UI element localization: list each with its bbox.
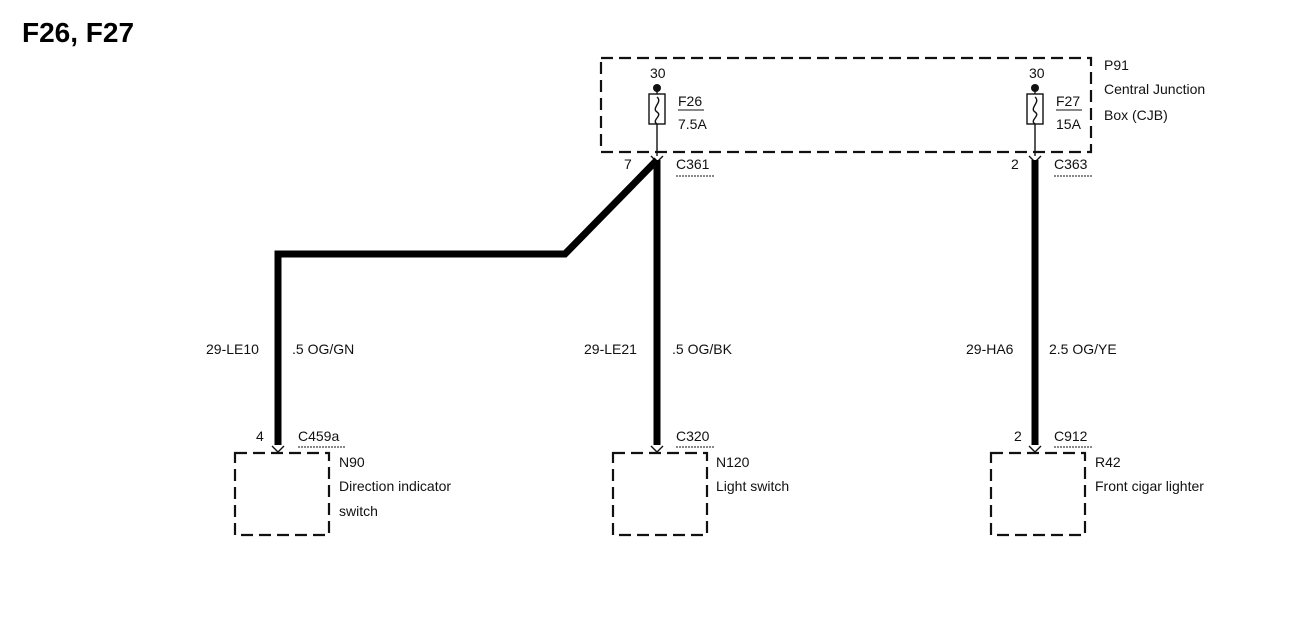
- circuit-29-le10: 29-LE10: [206, 341, 259, 357]
- circuit-29-ha6: 29-HA6: [966, 341, 1014, 357]
- circuit-29-le21: 29-LE21: [584, 341, 637, 357]
- component-n90: 4 C459a N90 Direction indicator switch: [233, 428, 451, 537]
- connector-c459a: C459a: [298, 428, 339, 444]
- wire-29-le10: [274, 157, 660, 445]
- fuse-f26-body: [648, 93, 666, 125]
- component-n90-name-line2: switch: [339, 503, 378, 519]
- wire-spec-29-ha6: 2.5 OG/YE: [1049, 341, 1117, 357]
- fuse-f27-element: [1032, 96, 1038, 125]
- component-r42-name-line1: Front cigar lighter: [1095, 478, 1204, 494]
- component-n120: C320 N120 Light switch: [611, 428, 789, 537]
- fuse-f26-id: F26: [678, 93, 702, 109]
- wire-spec-29-le21: .5 OG/BK: [672, 341, 733, 357]
- diagram-title: F26, F27: [22, 17, 134, 48]
- fuse-f27-id: F27: [1056, 93, 1080, 109]
- cjb-name-line1: Central Junction: [1104, 81, 1205, 97]
- fuse-f26: 30 F26 7.5A 7 C361: [624, 65, 714, 177]
- component-r42: 2 C912 R42 Front cigar lighter: [989, 428, 1204, 537]
- connector-c320: C320: [676, 428, 710, 444]
- wire-spec-29-le10: .5 OG/GN: [292, 341, 354, 357]
- fuse-f27-pin: 2: [1011, 156, 1019, 172]
- component-n90-pin: 4: [256, 428, 264, 444]
- component-r42-pin: 2: [1014, 428, 1022, 444]
- cjb-id: P91: [1104, 57, 1129, 73]
- connector-c912: C912: [1054, 428, 1088, 444]
- component-n120-outline: [611, 451, 709, 537]
- connector-c363: C363: [1054, 156, 1088, 172]
- component-n90-id: N90: [339, 454, 365, 470]
- fuse-f26-element: [654, 96, 660, 125]
- cjb-name-line2: Box (CJB): [1104, 107, 1168, 123]
- fuse-f26-pin: 7: [624, 156, 632, 172]
- connector-c361: C361: [676, 156, 710, 172]
- fuse-f26-rating: 7.5A: [678, 116, 707, 132]
- component-r42-id: R42: [1095, 454, 1121, 470]
- component-n120-id: N120: [716, 454, 750, 470]
- fuse-f27-rating: 15A: [1056, 116, 1082, 132]
- component-n90-name-line1: Direction indicator: [339, 478, 451, 494]
- component-r42-outline: [989, 451, 1087, 537]
- fuse-f27: 30 F27 15A 2 C363: [1011, 65, 1092, 177]
- fuse-f26-terminal: 30: [650, 65, 666, 81]
- component-n90-outline: [233, 451, 331, 537]
- component-n120-name-line1: Light switch: [716, 478, 789, 494]
- fuse-f27-body: [1026, 93, 1044, 125]
- fuse-f27-terminal: 30: [1029, 65, 1045, 81]
- central-junction-box-outline: [599, 56, 1093, 154]
